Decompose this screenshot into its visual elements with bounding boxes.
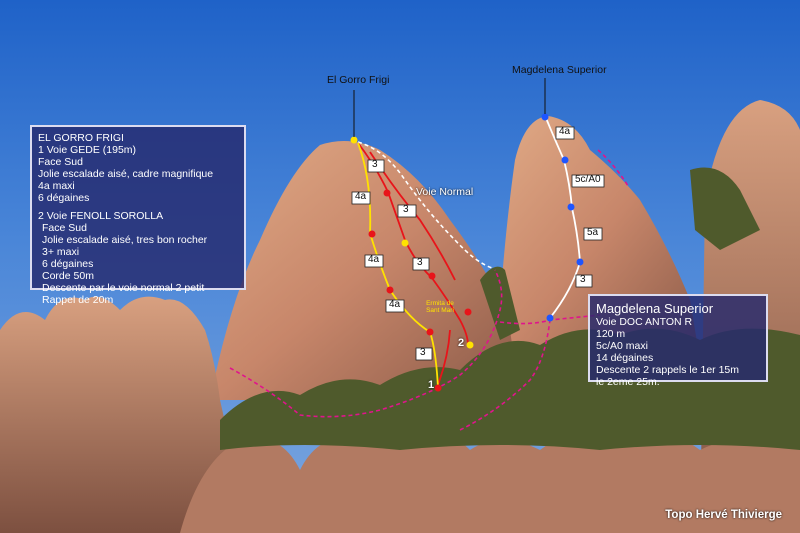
gorro-line: Descente par le voie normal 2 petit: [42, 282, 205, 294]
voie-normal-path: [357, 141, 493, 269]
route-number-2: 2: [458, 337, 465, 349]
belay-points-magdelena: [541, 113, 584, 322]
gorro-line: EL GORRO FRIGI: [38, 132, 124, 144]
grade-4a-3: 4a: [389, 299, 401, 310]
gorro-line: Rappel de 20m: [42, 294, 114, 306]
gorro-line: 3+ maxi: [42, 246, 80, 258]
grade-mag-5c: 5c/A0: [575, 174, 601, 185]
gorro-line: Jolie escalade aisé, cadre magnifique: [38, 168, 214, 180]
ermita-label: Ermita de Sant Mari: [426, 300, 454, 314]
magdelena-line: Voie DOC ANTON R: [596, 316, 693, 328]
magdelena-line: 14 dégaines: [596, 352, 654, 364]
route-number-1: 1: [428, 379, 435, 391]
gorro-line: Face Sud: [38, 156, 83, 168]
gorro-line: 6 dégaines: [42, 258, 94, 270]
magdelena-line: 120 m: [596, 328, 626, 340]
peak-label-magdelena: Magdelena Superior: [512, 64, 607, 76]
gorro-line: Jolie escalade aisé, tres bon rocher: [42, 234, 208, 246]
magdelena-line: Descente 2 rappels le 1er 15m: [596, 364, 739, 376]
belay-points-gorro: [350, 136, 474, 392]
descent-path-left: [229, 269, 503, 418]
photo-credit: Topo Hervé Thivierge: [665, 509, 782, 521]
grade-3-mid: 3: [403, 204, 409, 215]
grade-left-top: 3: [372, 159, 378, 170]
info-box-magdelena: Magdelena Superior Voie DOC ANTON R 120 …: [588, 294, 768, 388]
peak-label-gorro: El Gorro Frigi: [327, 74, 390, 86]
magdelena-line: le 2eme 25m.: [596, 376, 660, 388]
gorro-line: 4a maxi: [38, 180, 75, 192]
grade-mag-5a: 5a: [587, 227, 599, 238]
grade-4a-1: 4a: [355, 191, 367, 202]
gorro-line: 2 Voie FENOLL SOROLLA: [38, 210, 164, 222]
gorro-dome: [210, 141, 520, 400]
gorro-line: Corde 50m: [42, 270, 94, 282]
info-box-gorro: EL GORRO FRIGI 1 Voie GEDE (195m) Face S…: [30, 125, 246, 306]
magdelena-title: Magdelena Superior: [596, 301, 714, 316]
grade-mag-3: 3: [580, 274, 586, 285]
grade-mag-4a: 4a: [559, 126, 571, 137]
foreground-rocks: [180, 430, 800, 533]
gorro-line: 6 dégaines: [38, 192, 90, 204]
grade-3-bottom: 3: [420, 347, 426, 358]
grade-4a-2: 4a: [368, 254, 380, 265]
gorro-line: Face Sud: [42, 222, 87, 234]
voie-normal-label: Voie Normal: [416, 186, 474, 198]
left-pinnacles: [0, 296, 250, 533]
descent-path-right: [459, 319, 551, 431]
magdelena-line: 5c/A0 maxi: [596, 340, 648, 352]
grade-3-red: 3: [417, 257, 423, 268]
gorro-line: 1 Voie GEDE (195m): [38, 144, 137, 156]
